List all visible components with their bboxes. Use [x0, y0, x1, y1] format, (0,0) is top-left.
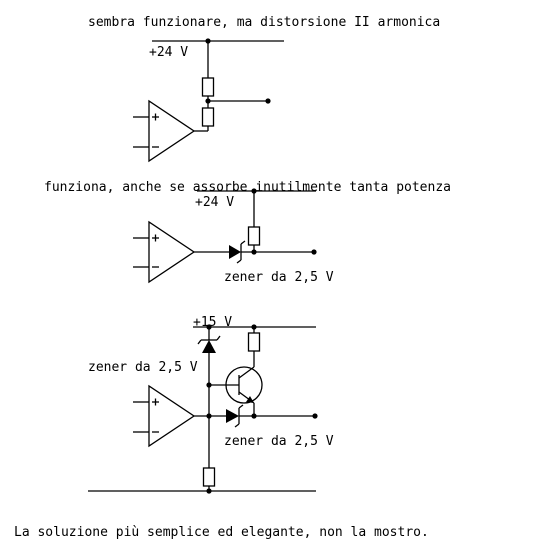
resistor-2: [247, 226, 261, 246]
transistor: [209, 366, 263, 416]
junction-dot: [206, 488, 212, 494]
caption-2: funziona, anche se assorbe inutilmente t…: [44, 180, 451, 195]
output-terminal-2: [311, 249, 317, 255]
circuit-3: +15 V zener da 2,5 V: [88, 315, 334, 494]
output-terminal-3: [312, 413, 318, 419]
junction-dot: [251, 413, 257, 419]
opamp-1: [133, 99, 196, 163]
caption-1: sembra funzionare, ma distorsione II arm…: [88, 15, 440, 30]
resistor-3a: [247, 332, 261, 352]
opamp-2: [133, 220, 196, 284]
zener-label-3b: zener da 2,5 V: [224, 434, 334, 449]
resistor-top-1: [201, 77, 215, 97]
supply-label-1: +24 V: [149, 45, 188, 60]
zener-diode-3b: [226, 404, 244, 428]
zener-label-3a: zener da 2,5 V: [88, 360, 198, 375]
zener-label-2: zener da 2,5 V: [224, 270, 334, 285]
circuit-2: funziona, anche se assorbe inutilmente t…: [44, 180, 451, 285]
caption-3: La soluzione più semplice ed elegante, n…: [14, 525, 429, 540]
supply-label-2: +24 V: [195, 195, 234, 210]
junction-dot: [206, 382, 212, 388]
resistor-bottom-1: [201, 107, 215, 127]
junction-dot: [251, 249, 257, 255]
circuit-1: sembra funzionare, ma distorsione II arm…: [88, 15, 440, 163]
opamp-3: [133, 384, 196, 448]
supply-label-3: +15 V: [193, 315, 232, 330]
junction-dot: [206, 413, 212, 419]
output-terminal-1: [265, 98, 271, 104]
resistor-3b: [202, 467, 216, 487]
zener-diode-3a: [197, 327, 221, 491]
